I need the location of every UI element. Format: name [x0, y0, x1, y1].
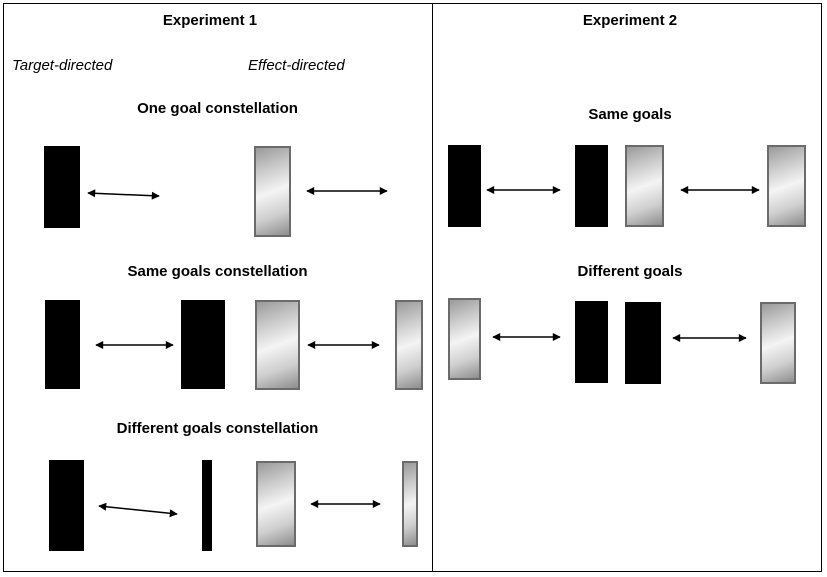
- effect-bar: [254, 146, 291, 237]
- different-goals-constellation-title: Different goals constellation: [116, 420, 319, 437]
- target-bar: [448, 145, 481, 227]
- experiment-1-title: Experiment 1: [162, 12, 258, 29]
- figure-frame: [3, 3, 822, 572]
- different-goals-title: Different goals: [577, 263, 683, 280]
- target-bar: [181, 300, 225, 389]
- same-goals-constellation-title: Same goals constellation: [127, 263, 308, 280]
- target-bar: [575, 145, 608, 227]
- target-directed-label: Target-directed: [12, 57, 113, 74]
- effect-bar: [625, 145, 664, 227]
- same-goals-title: Same goals: [588, 106, 672, 123]
- experiment-2-title: Experiment 2: [582, 12, 678, 29]
- effect-bar: [395, 300, 423, 390]
- target-bar: [625, 302, 661, 384]
- one-goal-constellation-title: One goal constellation: [137, 100, 298, 117]
- effect-bar: [767, 145, 806, 227]
- target-bar: [202, 460, 212, 551]
- effect-directed-label: Effect-directed: [248, 57, 345, 74]
- effect-bar: [402, 461, 418, 547]
- target-bar: [45, 300, 80, 389]
- effect-bar: [256, 461, 296, 547]
- target-bar: [49, 460, 84, 551]
- panel-divider: [432, 3, 433, 572]
- effect-bar: [448, 298, 481, 380]
- effect-bar: [760, 302, 796, 384]
- effect-bar: [255, 300, 300, 390]
- target-bar: [44, 146, 80, 228]
- target-bar: [575, 301, 608, 383]
